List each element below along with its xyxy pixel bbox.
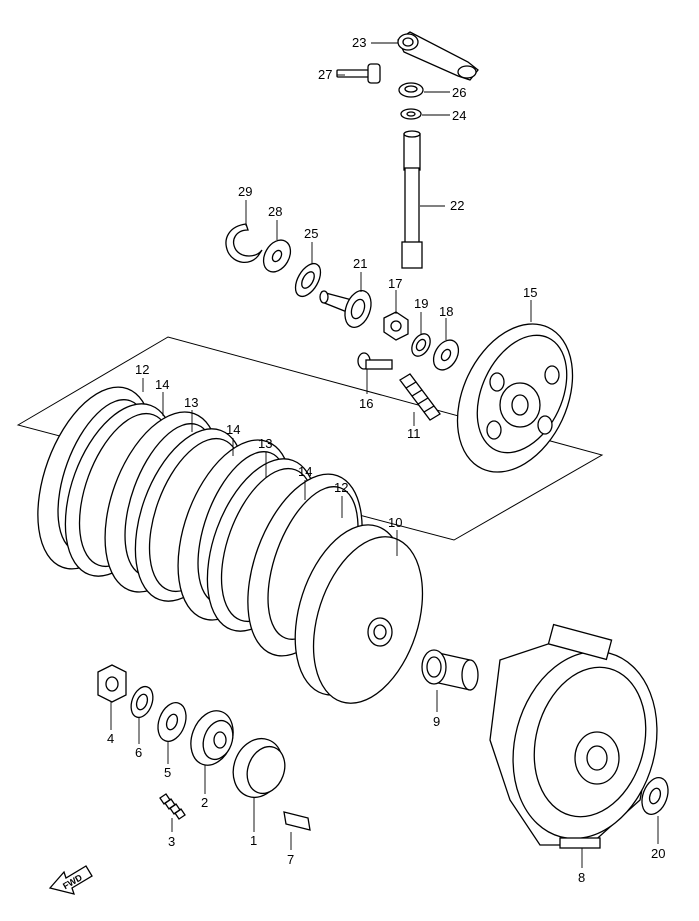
part-21-pusher	[319, 290, 372, 328]
part-28-washer	[262, 239, 292, 273]
label-13-front: 13	[184, 395, 198, 410]
label-10: 10	[388, 515, 402, 530]
label-14-rear: 14	[298, 464, 312, 479]
label-1: 1	[250, 833, 257, 848]
part-7-key	[283, 811, 311, 831]
part-16-bolt	[357, 352, 393, 370]
label-18: 18	[439, 304, 453, 319]
fwd-arrow: FWD	[48, 865, 93, 895]
part-9-spacer	[421, 649, 479, 691]
label-17: 17	[388, 276, 402, 291]
label-15: 15	[523, 285, 537, 300]
part-22-shaft	[401, 130, 423, 269]
label-22: 22	[450, 198, 464, 213]
part-24-washer	[400, 108, 422, 120]
part-3-spring	[159, 793, 186, 820]
label-7: 7	[287, 852, 294, 867]
label-23: 23	[352, 35, 366, 50]
leader-lines	[110, 42, 659, 868]
label-12-front: 12	[135, 362, 149, 377]
part-25-needle-bearing	[294, 262, 322, 298]
part-1-gear	[232, 737, 286, 799]
part-17-nut	[383, 311, 409, 341]
part-26-bearing	[398, 82, 424, 98]
label-3: 3	[168, 834, 175, 849]
part-15-pressure-plate	[456, 323, 574, 473]
label-6: 6	[135, 745, 142, 760]
part-5-washer	[157, 702, 187, 742]
label-27: 27	[318, 67, 332, 82]
label-12-rear: 12	[334, 480, 348, 495]
label-21: 21	[353, 256, 367, 271]
label-9: 9	[433, 714, 440, 729]
label-29: 29	[238, 184, 252, 199]
label-4: 4	[107, 731, 114, 746]
part-labels: 23 27 26 24 22 29 28 25 21 17 19 18 15 1…	[107, 35, 665, 885]
label-14-middle: 14	[226, 422, 240, 437]
part-6-washer	[130, 685, 154, 719]
part-8-clutch-housing	[489, 623, 658, 849]
label-25: 25	[304, 226, 318, 241]
label-5: 5	[164, 765, 171, 780]
label-24: 24	[452, 108, 466, 123]
part-10-sleeve-hub	[294, 524, 424, 704]
label-28: 28	[268, 204, 282, 219]
label-20: 20	[651, 846, 665, 861]
part-18-washer	[432, 339, 460, 371]
part-19-washer	[411, 333, 431, 357]
part-4-nut	[97, 664, 127, 703]
part-20-washer	[641, 777, 669, 815]
label-16: 16	[359, 396, 373, 411]
part-11-spring	[399, 373, 441, 421]
label-8: 8	[578, 870, 585, 885]
label-14-front: 14	[155, 377, 169, 392]
part-2-gear	[190, 710, 234, 766]
part-29-circlip	[225, 223, 263, 263]
part-23-release-arm	[397, 31, 479, 81]
part-27-bolt	[336, 63, 381, 84]
label-19: 19	[414, 296, 428, 311]
label-26: 26	[452, 85, 466, 100]
label-2: 2	[201, 795, 208, 810]
label-11: 11	[407, 426, 421, 441]
label-13-rear: 13	[258, 436, 272, 451]
